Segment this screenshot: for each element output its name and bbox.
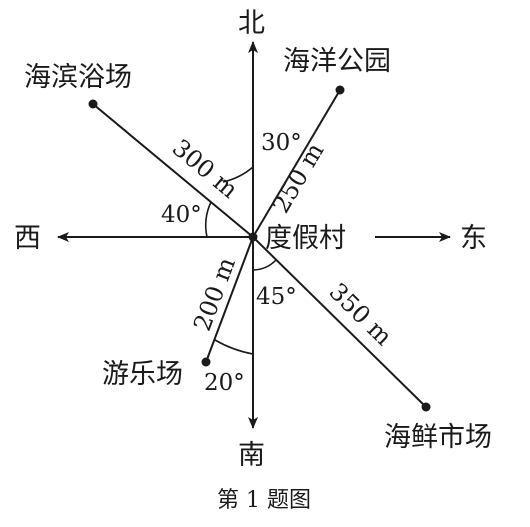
distance-amusement: 200 m xyxy=(188,253,241,334)
figure-caption: 第 1 题图 xyxy=(217,488,311,513)
place-label-beach: 海滨浴场 xyxy=(24,62,132,93)
point-park xyxy=(335,85,345,95)
angle-arc-beach xyxy=(204,201,212,238)
direction-west: 西 xyxy=(14,223,41,254)
angle-arc-park xyxy=(222,166,254,183)
angle-arc-amusement xyxy=(214,339,254,355)
angle-label-amusement: 20° xyxy=(204,370,245,396)
angle-label-park: 30° xyxy=(261,130,302,156)
direction-south: 南 xyxy=(238,440,265,471)
ray-amusement xyxy=(205,236,254,363)
angle-arc-market xyxy=(252,259,277,271)
point-amusement xyxy=(201,357,211,367)
point-center xyxy=(248,232,258,242)
ray-beach xyxy=(92,103,254,238)
point-beach xyxy=(88,99,98,109)
point-market xyxy=(421,402,431,412)
distance-beach: 300 m xyxy=(167,134,244,204)
ray-park xyxy=(252,89,341,238)
angle-label-beach: 40° xyxy=(161,202,202,228)
direction-east: 东 xyxy=(460,223,487,254)
place-label-amusement: 游乐场 xyxy=(102,359,183,390)
distance-market: 350 m xyxy=(324,278,398,352)
direction-north: 北 xyxy=(238,8,265,39)
angle-label-market: 45° xyxy=(256,284,297,310)
center-label: 度假村 xyxy=(265,223,346,254)
place-label-park: 海洋公园 xyxy=(283,46,391,77)
place-label-market: 海鲜市场 xyxy=(384,422,492,453)
ray-market xyxy=(252,236,427,408)
